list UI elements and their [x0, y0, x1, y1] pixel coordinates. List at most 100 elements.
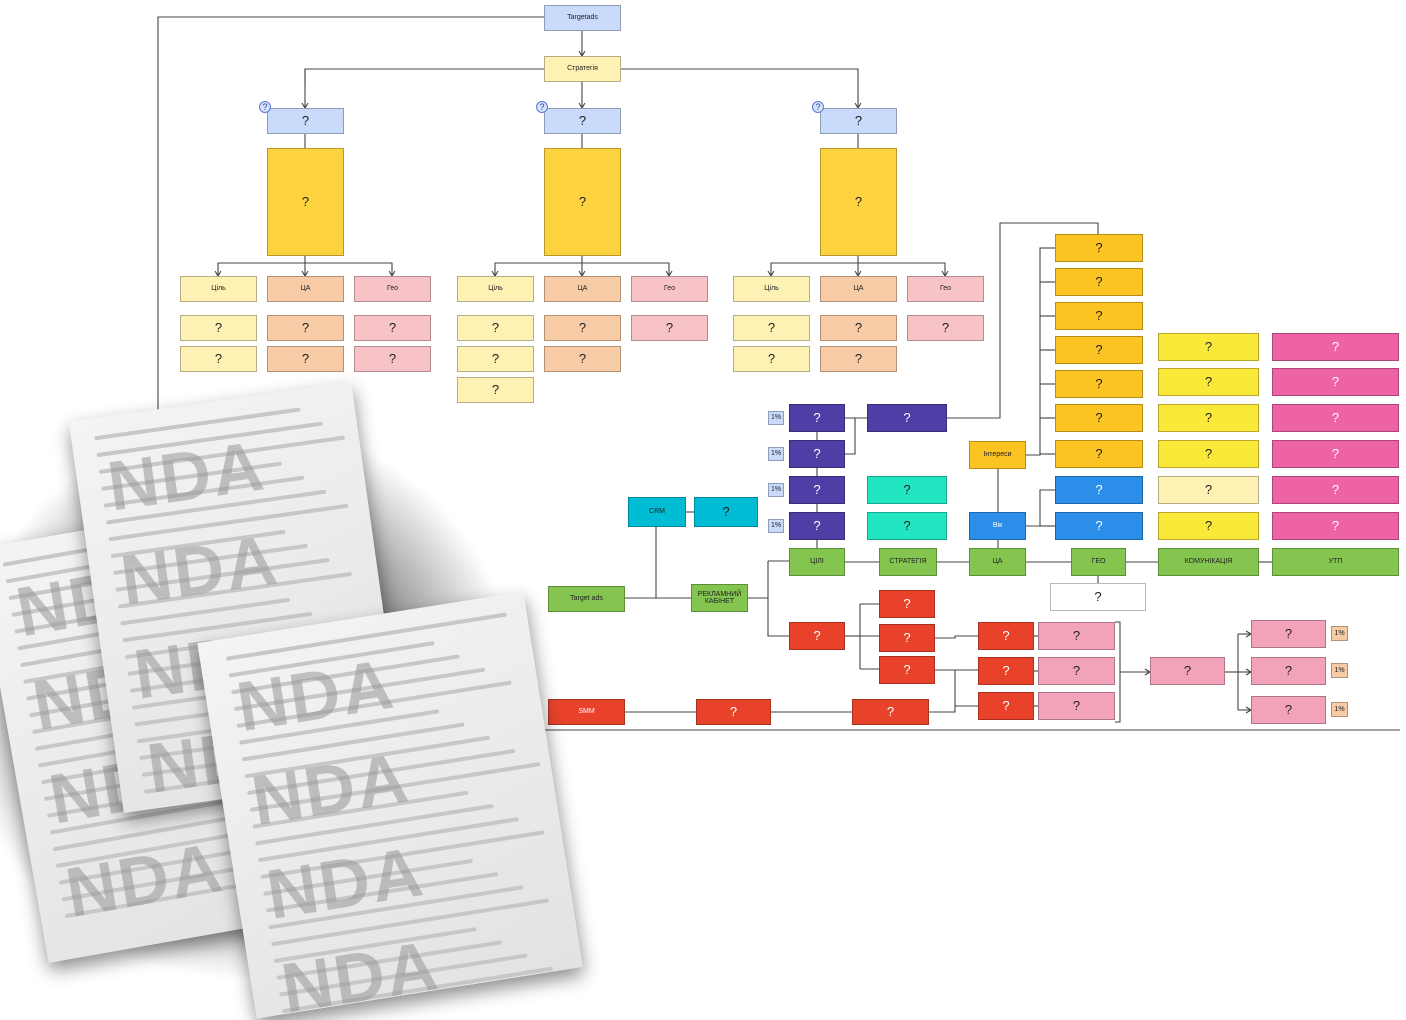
nda-watermark: NDA [231, 644, 400, 747]
red-node-stage-1: ? [978, 657, 1034, 685]
help-icon[interactable]: ? [812, 101, 824, 113]
red-node-col-1: ? [879, 624, 935, 652]
pink-node-stage-0: ? [1038, 622, 1115, 650]
tag-label: 1% [768, 447, 784, 461]
tag-label: 1% [768, 483, 784, 497]
amber-node-2: ? [1055, 302, 1143, 330]
usp-node-3: ? [1272, 440, 1399, 468]
column-header-geo: Гео [354, 276, 431, 302]
red-node-main: ? [789, 622, 845, 650]
connector-line [935, 635, 978, 639]
comm-node-5: ? [1158, 512, 1259, 540]
category-5: УТП [1272, 548, 1399, 576]
branch-2-card: ? [820, 148, 897, 256]
red-node-stage-2: ? [978, 692, 1034, 720]
connector-line [947, 222, 1099, 419]
pink-node-result-0: ? [1251, 620, 1326, 648]
tag-label: 1% [1331, 663, 1348, 678]
column-item-goals: ? [457, 346, 534, 372]
connector-line [1115, 621, 1121, 723]
help-icon[interactable]: ? [259, 101, 271, 113]
comm-node-3: ? [1158, 440, 1259, 468]
tag-label: 1% [768, 519, 784, 533]
category-4: КОМУНІКАЦІЯ [1158, 548, 1259, 576]
usp-node-5: ? [1272, 512, 1399, 540]
red-node-col-0: ? [879, 590, 935, 618]
node-strategy: Стратегія [544, 56, 621, 82]
column-item-audience: ? [544, 315, 621, 341]
column-item-geo: ? [631, 315, 708, 341]
node-target-ads: Target ads [548, 586, 625, 612]
connector-line [767, 561, 789, 637]
column-item-audience: ? [544, 346, 621, 372]
purple-node-0: ? [789, 404, 845, 432]
category-1: СТРАТЕГІЯ [879, 548, 937, 576]
purple-node-2: ? [789, 476, 845, 504]
pink-node-result-1: ? [1251, 657, 1326, 685]
column-header-audience: ЦА [544, 276, 621, 302]
node-crm: CRM [628, 497, 686, 527]
column-item-geo: ? [354, 346, 431, 372]
red-node-col-2: ? [879, 656, 935, 684]
node-age: Вік [969, 512, 1026, 540]
usp-node-1: ? [1272, 368, 1399, 396]
column-item-audience: ? [820, 346, 897, 372]
category-2: ЦА [969, 548, 1026, 576]
amber-node-5: ? [1055, 404, 1143, 432]
mint-node-1: ? [867, 476, 947, 504]
amber-node-6: ? [1055, 440, 1143, 468]
branch-1-head: ? [544, 108, 621, 134]
column-header-goals: Ціль [180, 276, 257, 302]
column-item-audience: ? [267, 315, 344, 341]
blue-node-2: ? [1055, 512, 1143, 540]
connector-line [1026, 489, 1055, 527]
comm-node-4: ? [1158, 476, 1259, 504]
nda-watermark: NDA [102, 426, 270, 526]
nda-documents: NDANDANDANDANDANDANDANDANDANDANDANDA [0, 360, 620, 1020]
comm-node-1: ? [1158, 368, 1259, 396]
column-header-goals: Ціль [457, 276, 534, 302]
column-item-audience: ? [267, 346, 344, 372]
smm-node-1: ? [696, 699, 771, 725]
column-item-goals: ? [733, 315, 810, 341]
column-item-goals: ? [457, 377, 534, 403]
red-node-stage-0: ? [978, 622, 1034, 650]
amber-node-1: ? [1055, 268, 1143, 296]
amber-node-3: ? [1055, 336, 1143, 364]
branch-2-head: ? [820, 108, 897, 134]
smm-node-2: ? [852, 699, 929, 725]
column-header-geo: Гео [631, 276, 708, 302]
nda-watermark: NDA [261, 832, 430, 934]
usp-node-2: ? [1272, 404, 1399, 432]
connector-line [157, 16, 544, 430]
column-header-goals: Ціль [733, 276, 810, 302]
blue-node-1: ? [1055, 476, 1143, 504]
column-header-geo: Гео [907, 276, 984, 302]
purple-node-3: ? [789, 512, 845, 540]
column-header-audience: ЦА [267, 276, 344, 302]
column-header-audience: ЦА [820, 276, 897, 302]
amber-node-4: ? [1055, 370, 1143, 398]
branch-1-card: ? [544, 148, 621, 256]
column-item-goals: ? [457, 315, 534, 341]
column-item-audience: ? [820, 315, 897, 341]
branch-0-head: ? [267, 108, 344, 134]
node-crm-detail: ? [694, 497, 758, 527]
connector-line [929, 705, 978, 713]
column-item-geo: ? [907, 315, 984, 341]
amber-node-0: ? [1055, 234, 1143, 262]
tag-label: 1% [1331, 626, 1348, 641]
connector-line [1026, 247, 1055, 456]
comm-node-2: ? [1158, 404, 1259, 432]
pink-node-merge: ? [1150, 657, 1225, 685]
category-3: ГЕО [1071, 548, 1126, 576]
tag-label: 1% [768, 411, 784, 425]
help-icon[interactable]: ? [536, 101, 548, 113]
column-item-goals: ? [180, 315, 257, 341]
comm-node-0: ? [1158, 333, 1259, 361]
tag-label: 1% [1331, 702, 1348, 717]
geo-detail-node: ? [1050, 583, 1146, 611]
column-item-goals: ? [180, 346, 257, 372]
column-item-geo: ? [354, 315, 431, 341]
pink-node-result-2: ? [1251, 696, 1326, 724]
